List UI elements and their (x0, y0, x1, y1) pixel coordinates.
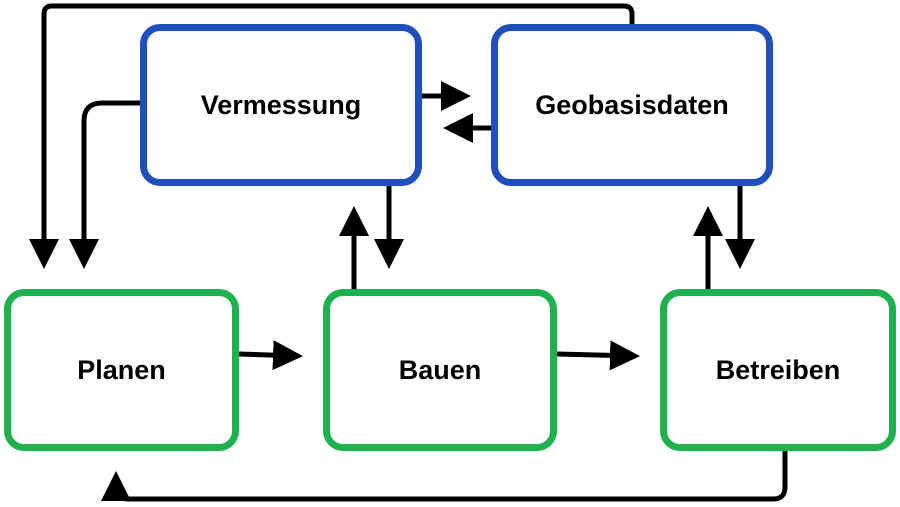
node-label: Betreiben (715, 354, 841, 385)
node-geobasisdaten: Geobasisdaten (491, 24, 773, 186)
node-label: Bauen (398, 354, 482, 385)
arrow-betreiben-to-planen (101, 451, 788, 502)
node-planen: Planen (4, 289, 239, 451)
node-label: Planen (77, 354, 166, 385)
arrow-bauen-to-betreiben (556, 340, 640, 371)
node-betreiben: Betreiben (660, 289, 896, 451)
arrow-geobasisdaten-to-planen (29, 3, 635, 269)
node-label: Geobasisdaten (535, 89, 729, 120)
node-label: Vermessung (200, 89, 362, 120)
node-bauen: Bauen (323, 289, 557, 451)
arrow-vermessung-to-planen (69, 100, 140, 269)
node-vermessung: Vermessung (140, 24, 422, 186)
arrow-planen-to-bauen (238, 340, 303, 371)
